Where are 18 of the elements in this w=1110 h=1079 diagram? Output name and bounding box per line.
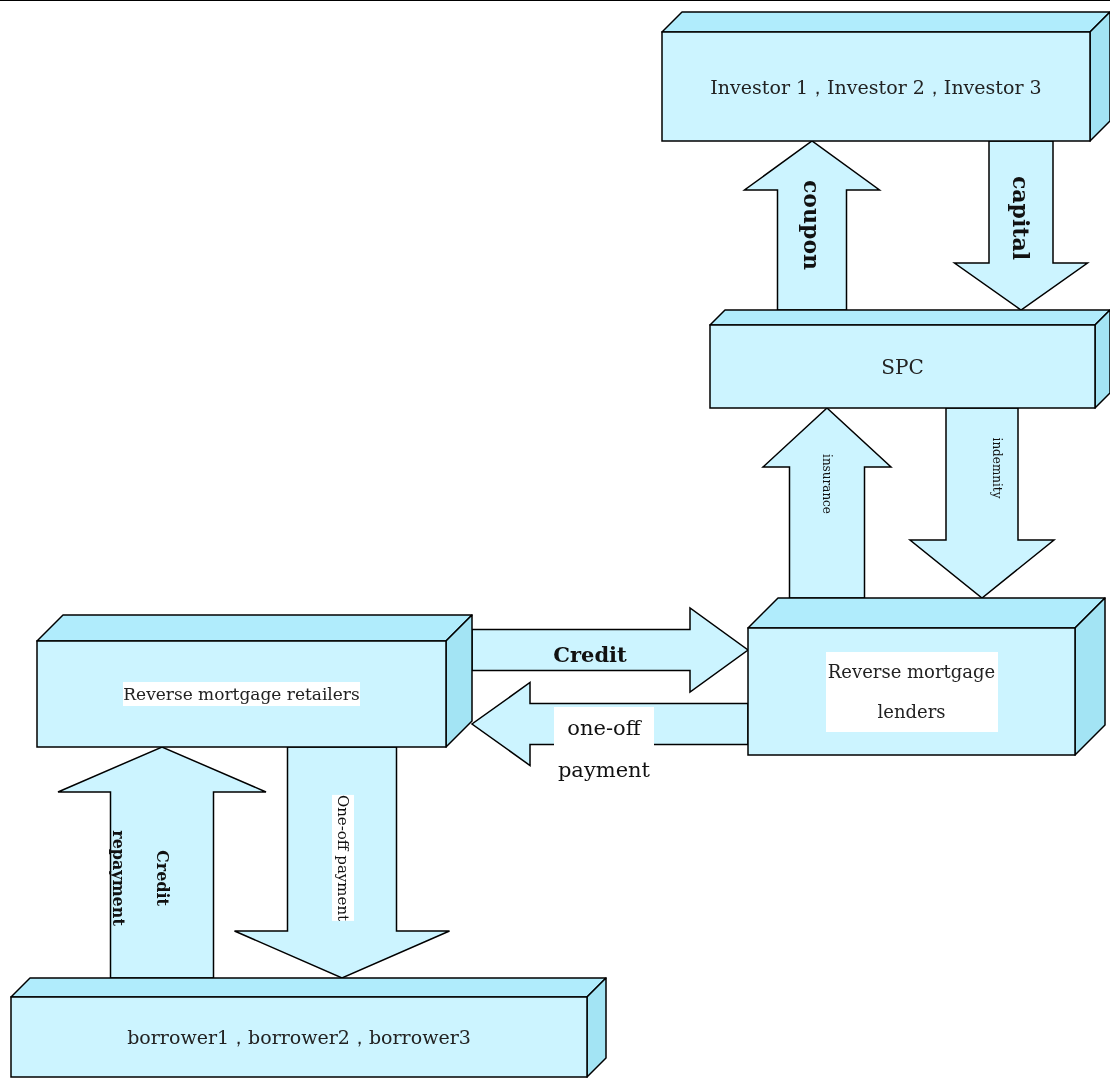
box-label: Reverse mortgage lenders (825, 651, 998, 732)
block-arrow (742, 140, 882, 311)
block-arrow (907, 407, 1057, 599)
box-label: borrower1，borrower2，borrower3 (127, 1025, 471, 1050)
block-arrow (761, 406, 893, 599)
block-arrow (952, 140, 1090, 311)
arrow-label: capital (1008, 175, 1034, 261)
arrow-label: Credit repayment (108, 829, 173, 928)
box-label: Reverse mortgage retailers (123, 682, 360, 706)
arrow-label: Credit (553, 642, 627, 668)
arrow-label: One-off payment (332, 794, 354, 922)
block-arrow (471, 606, 750, 694)
arrow-label: coupon (799, 179, 825, 271)
box-label: SPC (881, 353, 924, 380)
arrow-label: insurance (819, 454, 835, 514)
block-arrow (57, 746, 267, 979)
box-label: Investor 1，Investor 2，Investor 3 (710, 74, 1042, 100)
arrow-label: indemnity (989, 437, 1005, 499)
